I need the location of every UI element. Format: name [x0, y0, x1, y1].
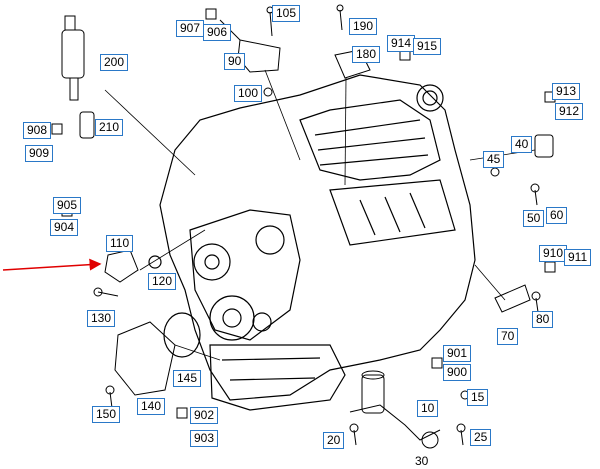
label-180[interactable]: 180 — [352, 46, 381, 63]
engine-block-drawing — [148, 74, 476, 411]
label-145[interactable]: 145 — [173, 370, 202, 387]
label-100[interactable]: 100 — [234, 85, 263, 102]
label-60[interactable]: 60 — [546, 207, 568, 224]
label-913[interactable]: 913 — [552, 83, 581, 100]
label-903[interactable]: 903 — [190, 430, 219, 447]
label-20[interactable]: 20 — [323, 432, 345, 449]
part-sketches — [51, 4, 556, 449]
label-914[interactable]: 914 — [387, 35, 416, 52]
label-905[interactable]: 905 — [53, 197, 82, 214]
label-908[interactable]: 908 — [23, 122, 52, 139]
label-140[interactable]: 140 — [137, 398, 166, 415]
label-900[interactable]: 900 — [443, 364, 472, 381]
label-15[interactable]: 15 — [467, 389, 489, 406]
label-105[interactable]: 105 — [272, 5, 301, 22]
label-901[interactable]: 901 — [443, 345, 472, 362]
label-110[interactable]: 110 — [106, 235, 134, 252]
label-80[interactable]: 80 — [532, 311, 554, 328]
label-910[interactable]: 910 — [539, 245, 568, 262]
label-120[interactable]: 120 — [148, 273, 177, 290]
label-10[interactable]: 10 — [417, 400, 439, 417]
label-909[interactable]: 909 — [25, 145, 54, 162]
red-arrow — [2, 258, 102, 271]
label-190[interactable]: 190 — [349, 18, 378, 35]
label-911[interactable]: 911 — [564, 249, 592, 266]
label-906[interactable]: 906 — [203, 24, 232, 41]
label-912[interactable]: 912 — [555, 103, 584, 120]
label-25[interactable]: 25 — [470, 429, 492, 446]
label-902[interactable]: 902 — [190, 407, 219, 424]
label-70[interactable]: 70 — [497, 328, 519, 345]
label-50[interactable]: 50 — [523, 210, 545, 227]
label-130[interactable]: 130 — [87, 310, 116, 327]
label-915[interactable]: 915 — [413, 38, 442, 55]
label-210[interactable]: 210 — [95, 119, 124, 136]
label-200[interactable]: 200 — [100, 54, 129, 71]
label-907[interactable]: 907 — [176, 20, 205, 37]
label-150[interactable]: 150 — [92, 406, 121, 423]
label-90[interactable]: 90 — [224, 53, 246, 70]
label-45[interactable]: 45 — [483, 151, 505, 168]
label-904[interactable]: 904 — [50, 219, 79, 236]
label-30[interactable]: 30 — [415, 454, 429, 468]
label-40[interactable]: 40 — [511, 136, 533, 153]
